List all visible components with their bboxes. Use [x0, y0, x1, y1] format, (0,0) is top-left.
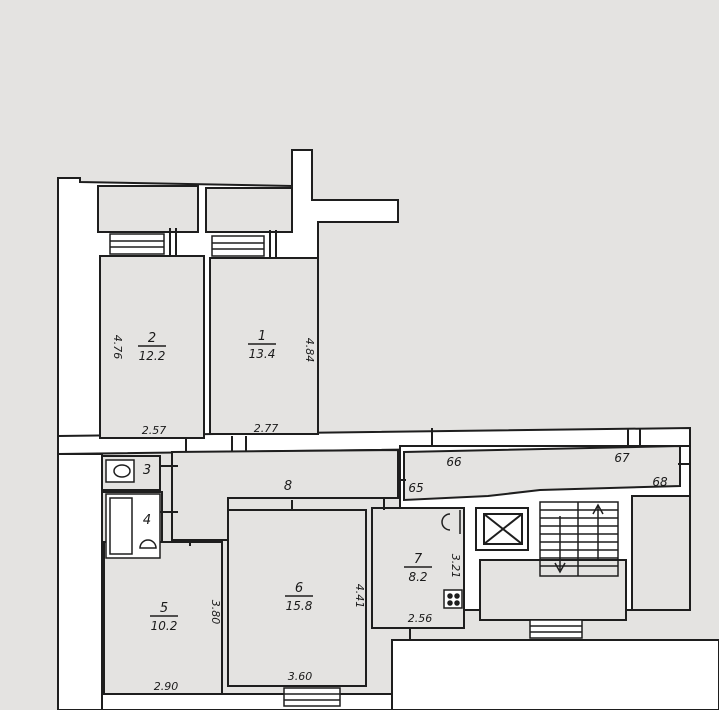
room-1-floor	[209, 257, 319, 435]
room-6-area: 15.8	[286, 599, 313, 613]
room-2-floor	[99, 255, 205, 439]
door-marks	[160, 228, 690, 640]
room-7-number: 7	[414, 552, 423, 567]
room5-width-dim: 2.90	[154, 680, 179, 693]
area-codes: 66 67 68 65	[408, 451, 668, 495]
windows	[109, 233, 583, 707]
hall-66-floor	[403, 444, 681, 502]
room2-height-dim: 4.76	[111, 335, 124, 360]
room-4-number: 4	[143, 513, 151, 528]
corridor-right	[631, 495, 691, 611]
code-66: 66	[446, 455, 462, 469]
bathtub-icon	[105, 493, 161, 559]
staircase-icon	[539, 501, 619, 577]
room-8-number: 8	[284, 479, 292, 494]
room-3-number: 3	[143, 463, 151, 478]
room-labels: 2 12.2 1 13.4 6 15.8 7 8.2 5 10.2 3 4 8	[138, 329, 432, 633]
room-7-area: 8.2	[408, 570, 427, 584]
room1-width-dim: 2.77	[254, 422, 279, 435]
room-5-floor	[103, 541, 223, 695]
room7-height-dim: 3.21	[449, 554, 462, 579]
room6-width-dim: 3.60	[288, 670, 313, 683]
room5-height-dim: 3.80	[209, 600, 222, 625]
code-65: 65	[408, 481, 423, 495]
dimension-labels: 4.76 4.84 2.57 2.77 3.21 2.56 4.41 3.60 …	[111, 335, 462, 693]
balcony-left	[97, 185, 199, 233]
stove-icon	[443, 589, 463, 609]
code-68: 68	[652, 475, 668, 489]
elevator-icon	[475, 507, 529, 551]
stair-landing	[479, 559, 627, 621]
room-2-number: 2	[148, 331, 156, 346]
room-1-area: 13.4	[249, 347, 276, 361]
room-6-number: 6	[295, 581, 303, 596]
room-6-floor	[227, 509, 367, 687]
room-1-number: 1	[258, 329, 266, 344]
room1-height-dim: 4.84	[303, 338, 316, 363]
room-5-number: 5	[160, 601, 168, 616]
toilet-icon	[105, 459, 135, 483]
code-67: 67	[614, 451, 630, 465]
room2-width-dim: 2.57	[142, 424, 167, 437]
room7-width-dim: 2.56	[408, 612, 433, 625]
corridor-8-floor	[171, 448, 399, 541]
room-2-area: 12.2	[139, 349, 166, 363]
sink-icon	[441, 510, 461, 534]
room-5-area: 10.2	[151, 619, 178, 633]
room-floors	[97, 185, 691, 695]
balcony-right	[205, 187, 293, 233]
room6-height-dim: 4.41	[353, 584, 366, 609]
